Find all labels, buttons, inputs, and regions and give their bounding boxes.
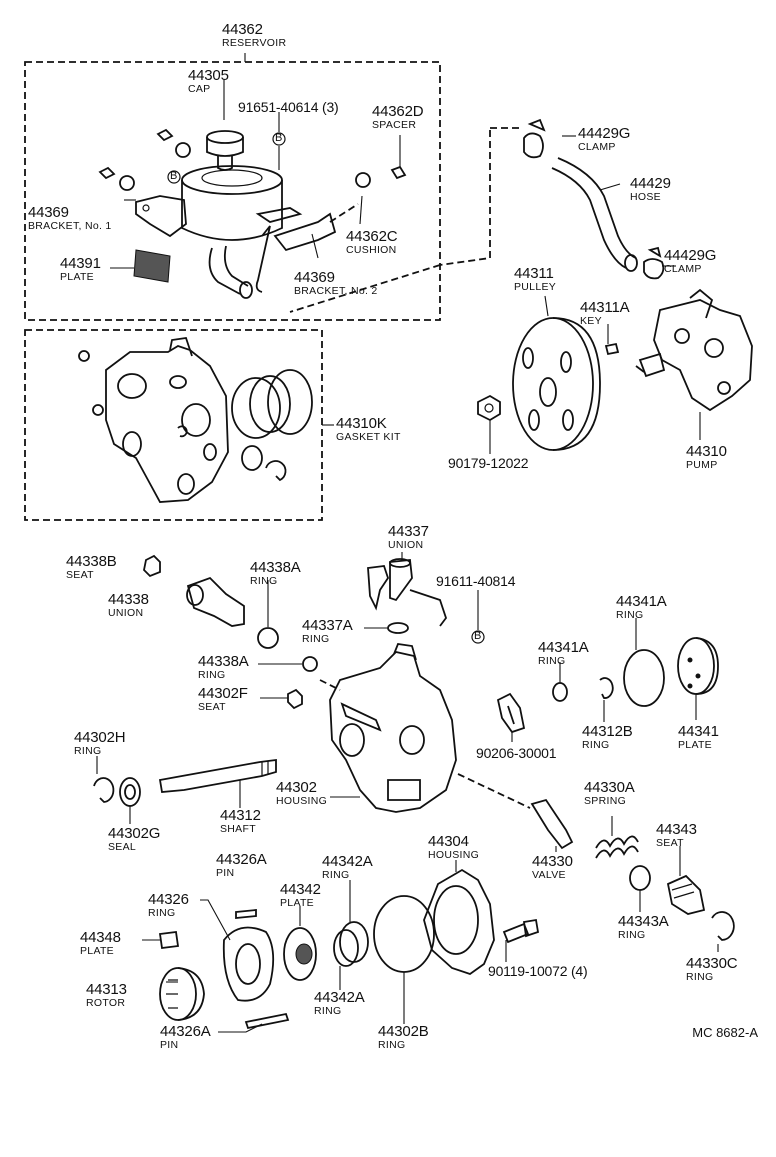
ring-44337a	[387, 622, 409, 634]
clamps	[523, 118, 665, 280]
label-91651: 91651-40614 (3)	[238, 99, 339, 115]
key-part	[604, 342, 620, 356]
ring-44302h-part	[93, 777, 115, 803]
bolt-90119-part	[502, 918, 540, 944]
rotor-44313-part	[159, 967, 205, 1021]
bracket-no1-part	[135, 195, 187, 238]
hose-part	[551, 157, 638, 272]
union-44338-part	[186, 576, 245, 627]
main-housing-part	[319, 643, 457, 813]
cap-part	[206, 130, 244, 171]
valve-44330-part	[530, 798, 574, 852]
plate-44341-part	[677, 637, 719, 695]
plate-44348-part	[158, 930, 180, 950]
callout-mark-b-lower	[471, 630, 485, 644]
callout-b-mark-1: B	[170, 170, 178, 182]
seat-44343-part	[666, 846, 706, 915]
seal-44302g-part	[119, 777, 141, 824]
grommets	[98, 128, 407, 191]
plate-44342-part	[283, 906, 317, 981]
gasket-kit-box	[24, 329, 334, 521]
reservoir-group-box	[24, 53, 441, 321]
gasket-kit-nuts	[78, 350, 104, 416]
label-90206: 90206-30001	[476, 745, 557, 761]
pulley-part	[512, 317, 601, 451]
label-91611: 91611-40814	[436, 573, 516, 589]
gasket-kit-orings	[231, 369, 313, 482]
pump-assembly-part	[635, 288, 753, 412]
ring-44326-part	[200, 899, 275, 1002]
callout-marks-top	[167, 112, 286, 184]
ring-44302b-part	[373, 895, 435, 973]
leader-lines	[110, 80, 719, 983]
clip-90206-part	[496, 692, 526, 734]
label-90179: 90179-12022	[448, 455, 529, 471]
reservoir-body	[181, 165, 283, 299]
ring-44330c-part	[711, 911, 735, 941]
gasket-kit-housing	[105, 337, 229, 503]
label-90119: 90119-10072 (4)	[488, 963, 588, 979]
housing-44304-part	[423, 860, 495, 975]
reference-code: MC 8682-A	[692, 1025, 758, 1040]
hose-connection-line	[289, 130, 491, 313]
bracket-no2-part	[255, 203, 359, 252]
seat-44338b-part	[143, 554, 161, 578]
callout-b-mark-3: B	[474, 630, 482, 642]
spring-44330a-part	[595, 816, 639, 859]
callout-b-mark-2: B	[275, 132, 283, 144]
plate-44391-part	[133, 249, 171, 283]
ring-44338a-upper	[257, 627, 279, 649]
nut-90179-part	[477, 394, 501, 422]
union-44337-part	[367, 552, 448, 627]
shaft-44312-part	[158, 758, 277, 808]
